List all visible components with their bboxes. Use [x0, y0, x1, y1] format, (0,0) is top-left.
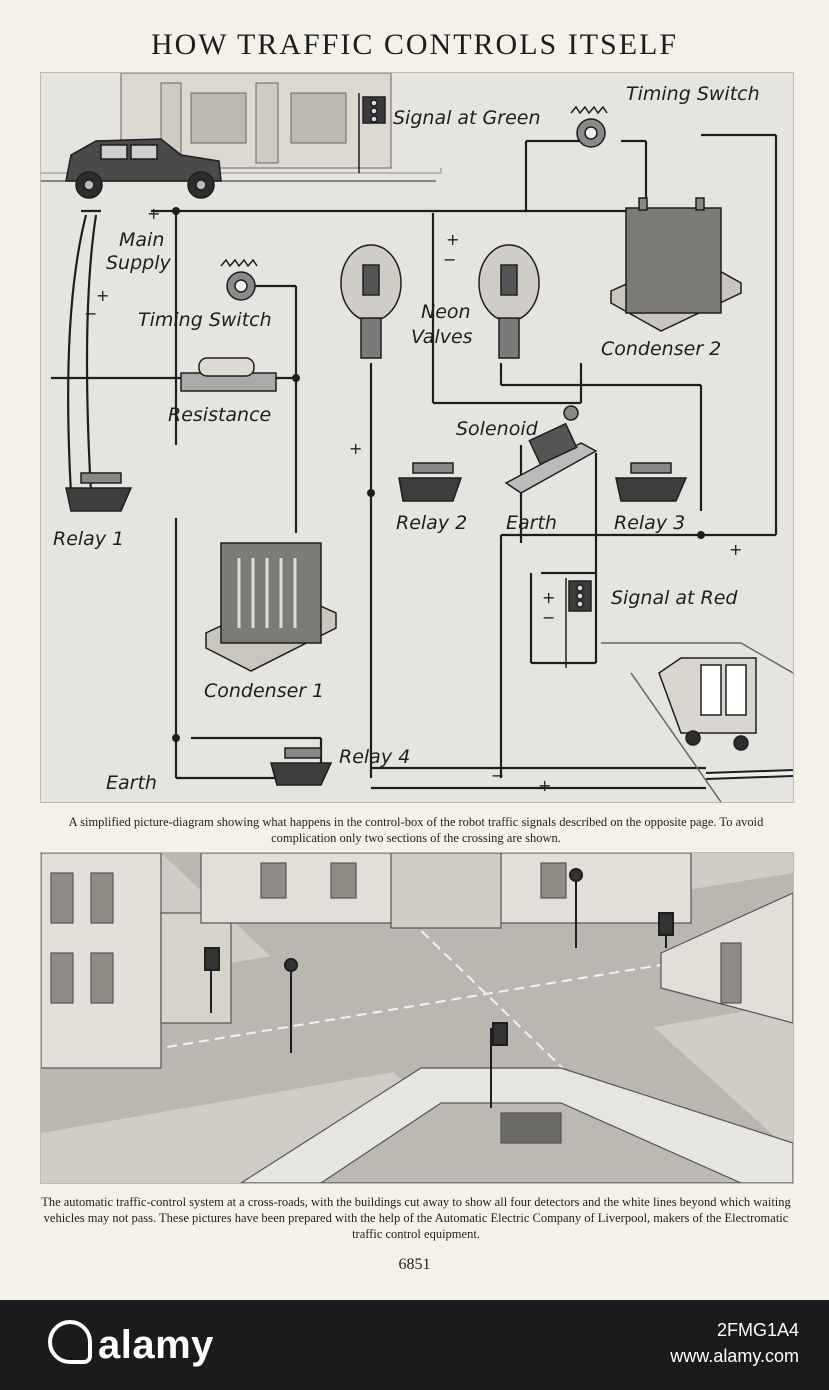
label-relay-1: Relay 1 [53, 528, 124, 550]
label-condenser-1: Condenser 1 [204, 680, 324, 702]
diagram-caption: A simplified picture-diagram showing wha… [68, 815, 764, 845]
road-edge-bottom-right [601, 642, 793, 802]
building-top-left [120, 73, 392, 169]
label-resistance: Resistance [168, 404, 271, 426]
page: HOW TRAFFIC CONTROLS ITSELF [0, 0, 829, 1300]
circuit-diagram: Signal at Green Timing Switch Main Suppl… [40, 72, 794, 803]
relay-2-illustration [398, 462, 463, 502]
van-illustration [658, 657, 757, 751]
resistance-illustration [180, 357, 277, 392]
minus-sign: − [84, 304, 97, 323]
label-earth-bottom: Earth [106, 772, 157, 794]
crossroads-svg [41, 853, 793, 1183]
relay-4-illustration [270, 747, 333, 786]
traffic-signal-illustrations [204, 868, 674, 1108]
label-timing-switch-top: Timing Switch [626, 83, 760, 105]
neon-valve-1-illustration [340, 244, 402, 359]
timing-switch-top-illustration [570, 105, 608, 148]
alamy-logo-icon [48, 1320, 92, 1364]
watermark-id-block: 2FMG1A4 www.alamy.com [670, 1317, 799, 1369]
pavement-bottom [239, 1067, 793, 1183]
watermark-site: www.alamy.com [670, 1346, 799, 1366]
label-earth-mid: Earth [506, 512, 557, 534]
label-signal-at-red: Signal at Red [611, 587, 738, 609]
relay-1-illustration [65, 472, 133, 512]
label-solenoid: Solenoid [456, 418, 539, 440]
minus-sign: − [443, 250, 456, 269]
label-relay-2: Relay 2 [396, 512, 467, 534]
crossroads-caption: The automatic traffic-control system at … [41, 1195, 791, 1241]
label-timing-switch: Timing Switch [138, 309, 272, 331]
plus-sign: + [147, 204, 160, 223]
circuit-illustration: Signal at Green Timing Switch Main Suppl… [41, 73, 793, 802]
label-valves: Valves [411, 326, 473, 348]
signal-green-illustration [358, 93, 386, 173]
label-neon: Neon [421, 301, 471, 323]
neon-valve-2-illustration [478, 244, 540, 359]
condenser-1-illustration [205, 542, 337, 672]
crossroads-illustration [40, 852, 794, 1184]
condenser-2-illustration [610, 197, 742, 332]
plus-sign: + [542, 588, 555, 607]
car-illustration [65, 138, 222, 199]
plus-sign: + [538, 776, 551, 795]
plus-sign: + [446, 230, 459, 249]
label-signal-at-green: Signal at Green [393, 107, 541, 129]
signal-red-illustration [565, 578, 592, 668]
alamy-logo-text: alamy [98, 1323, 214, 1367]
building-right [660, 892, 793, 1024]
plus-sign: + [96, 286, 109, 305]
label-supply: Supply [106, 252, 172, 274]
plus-sign: + [349, 439, 362, 458]
alamy-logo: alamy [48, 1320, 214, 1368]
label-condenser-2: Condenser 2 [601, 338, 721, 360]
label-relay-4: Relay 4 [339, 746, 410, 768]
solenoid-illustration [504, 405, 598, 494]
minus-sign: − [542, 608, 555, 627]
minus-sign: − [491, 766, 504, 785]
timing-switch-illustration [220, 258, 258, 301]
label-main: Main [119, 229, 164, 251]
plus-sign: + [729, 540, 742, 559]
building-top [200, 853, 692, 929]
image-id: 2FMG1A4 [716, 1320, 799, 1340]
page-title: HOW TRAFFIC CONTROLS ITSELF [150, 28, 679, 61]
building-left [41, 853, 232, 1069]
label-relay-3: Relay 3 [614, 512, 685, 534]
relay-3-illustration [615, 462, 688, 502]
watermark-footer [0, 1300, 829, 1390]
page-number: 6851 [398, 1256, 431, 1273]
